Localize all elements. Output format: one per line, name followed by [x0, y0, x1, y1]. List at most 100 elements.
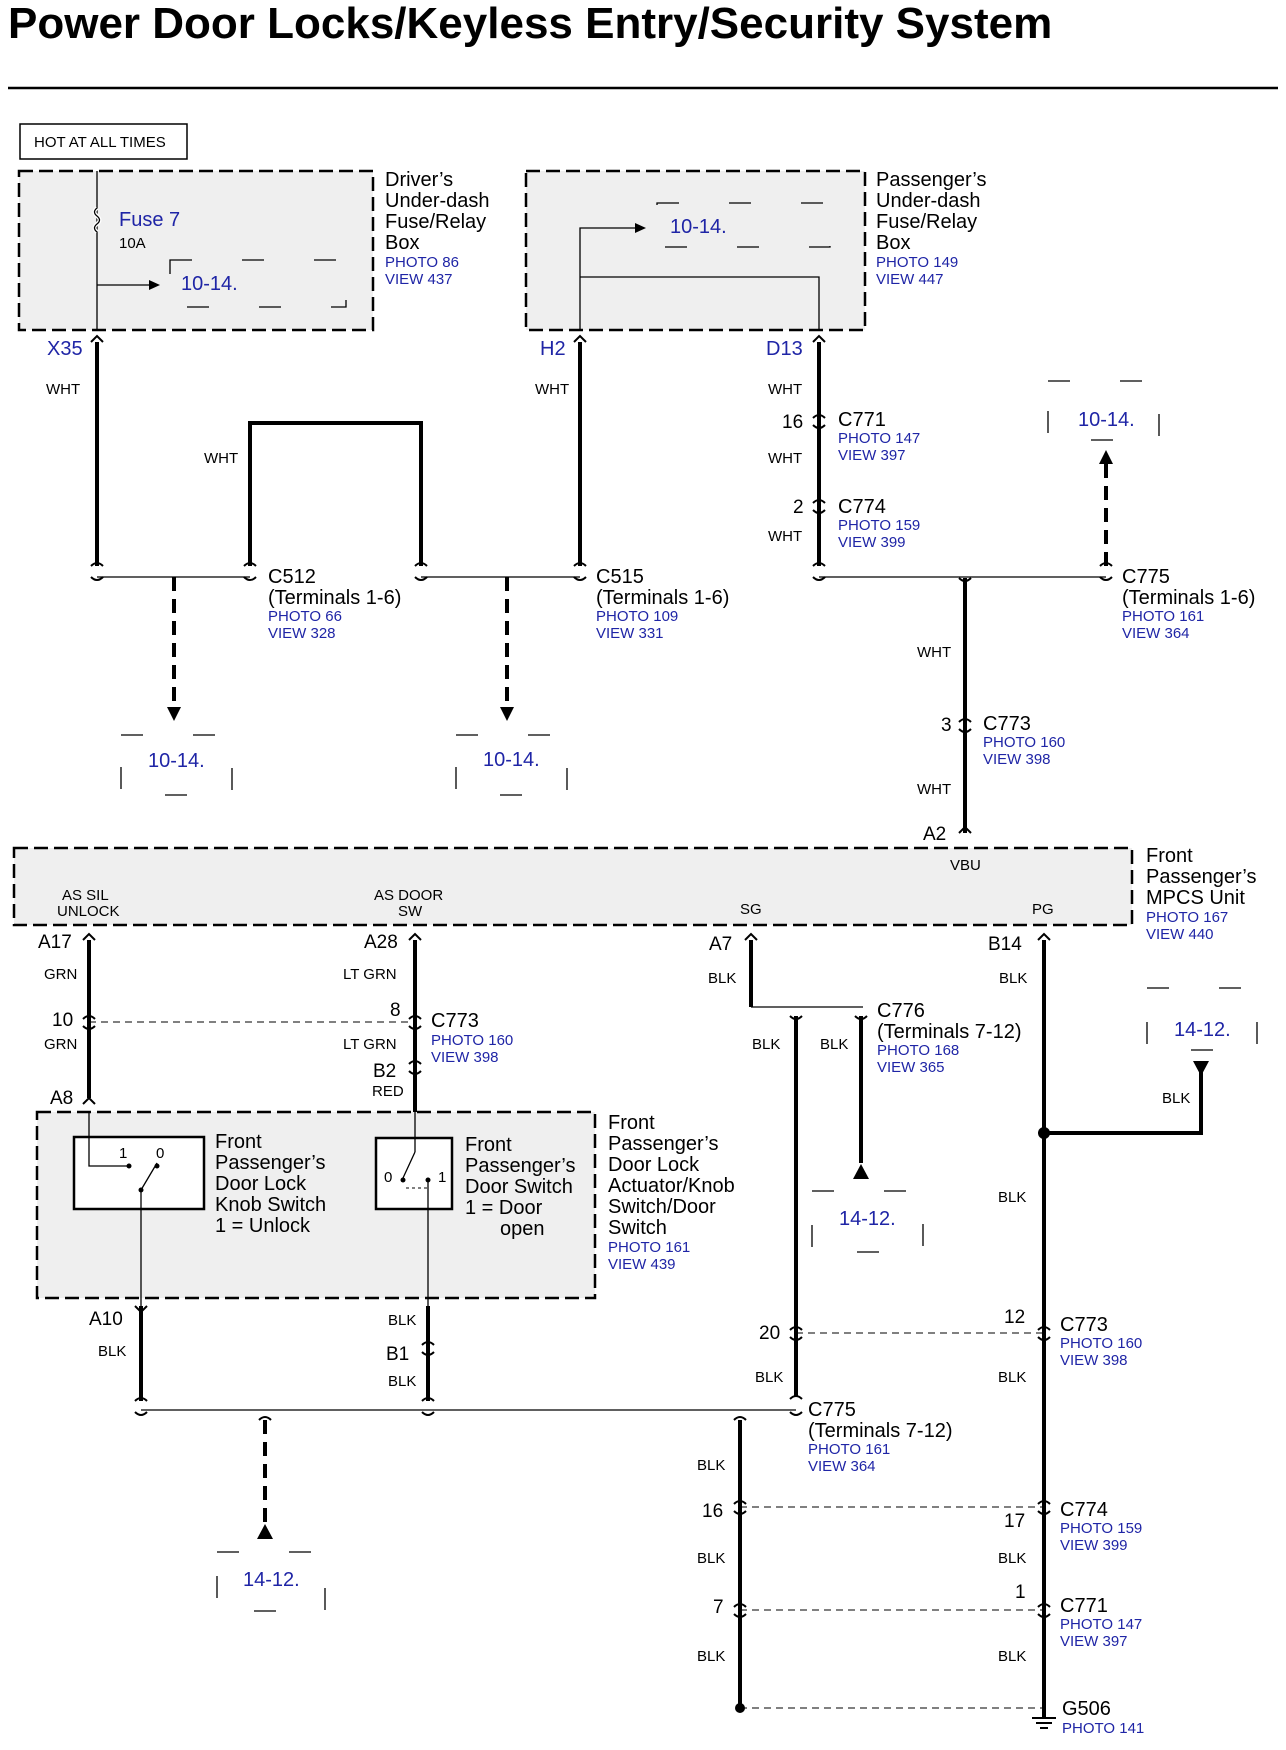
wire-label-wht: WHT [768, 381, 802, 398]
door-label-0: 0 [384, 1169, 392, 1186]
c774-low-view: VIEW 399 [1060, 1537, 1128, 1554]
pin-mark [134, 1411, 148, 1416]
driver-box-line-3: Fuse/Relay [385, 211, 486, 233]
terminal-mark [408, 932, 422, 941]
c774-low-name: C774 [1060, 1499, 1108, 1521]
wire-c512-c515-jumper [248, 421, 423, 566]
arrow-up-icon [853, 1164, 869, 1179]
pin-mark [243, 576, 257, 581]
c771-low-pin-right: 1 [1015, 1582, 1026, 1603]
mpcs-unit-outline [12, 846, 1134, 927]
driver-box-line-2: Under-dash [385, 190, 490, 212]
driver-box-line-4: Box [385, 232, 419, 254]
pin-mark [90, 576, 104, 581]
ref-1014-a: 10-14. [148, 750, 205, 772]
c776-name: C776 [877, 1000, 925, 1022]
c774-top-pin: 2 [793, 497, 804, 518]
knob-switch-wire [88, 1112, 127, 1167]
actuator-line-1: Front [608, 1112, 655, 1134]
pin-mark [812, 576, 826, 581]
c775-top-photo: PHOTO 161 [1122, 608, 1204, 625]
knob-contact-0 [154, 1163, 160, 1169]
door-label-1: 1 [438, 1169, 446, 1186]
wire-label-blk: BLK [708, 970, 736, 987]
mpcs-unit: A2 VBU AS SIL UNLOCK AS DOOR SW SG PG Fr… [12, 824, 1256, 943]
ref-1014-b: 10-14. [483, 749, 540, 771]
c515-view: VIEW 331 [596, 625, 664, 642]
terminal-mark [958, 825, 972, 834]
passenger-box-line-4: Box [876, 232, 910, 254]
pin-mark [414, 562, 428, 567]
wire-label-wht: WHT [46, 381, 80, 398]
c771-low-photo: PHOTO 147 [1060, 1616, 1142, 1633]
pin-mark [958, 577, 972, 582]
c773-top-name: C773 [983, 713, 1031, 735]
ref-box-f [216, 1551, 326, 1612]
terminal-mark [1037, 932, 1051, 941]
wire-label-red: RED [372, 1083, 404, 1100]
c775-top-view: VIEW 364 [1122, 625, 1190, 642]
c773-top-photo: PHOTO 160 [983, 734, 1065, 751]
passenger-box-line-1: Passenger’s [876, 169, 986, 191]
pass-internal-wire-1 [579, 227, 636, 330]
c776-view: VIEW 365 [877, 1059, 945, 1076]
knob-switch-blade [140, 1162, 158, 1191]
ref-box-c [1047, 380, 1160, 441]
page-title: Power Door Locks/Keyless Entry/Security … [8, 0, 1052, 48]
driver-fuse-box: Fuse 7 10A 10-14. Driver’s Under-dash Fu… [17, 169, 490, 332]
wire-label-blk: BLK [752, 1036, 780, 1053]
c773-top-view: VIEW 398 [983, 751, 1051, 768]
c773-mid-pin-right: 8 [390, 1000, 401, 1021]
actuator-line-3: Door Lock [608, 1154, 700, 1176]
wire-label-blk: BLK [98, 1343, 126, 1360]
mpcs-line-3: MPCS Unit [1146, 887, 1245, 909]
wire-label-wht: WHT [768, 450, 802, 467]
hot-at-all-times-box [19, 123, 188, 160]
wire-label-ltgrn: LT GRN [343, 966, 397, 983]
fuse-rating: 10A [119, 235, 146, 252]
c775-low-view: VIEW 364 [808, 1458, 876, 1475]
terminal-mark [82, 1096, 96, 1105]
pin-mark [421, 1411, 435, 1416]
pin-mark [1037, 1510, 1051, 1515]
wire-label-blk: BLK [998, 1189, 1026, 1206]
c771-low-view: VIEW 397 [1060, 1633, 1128, 1650]
mpcs-as-door-2: SW [398, 903, 423, 920]
pin-mark [258, 1416, 272, 1421]
c776-sub: (Terminals 7-12) [877, 1021, 1021, 1043]
wire-label-blk: BLK [697, 1457, 725, 1474]
c771-top-photo: PHOTO 147 [838, 430, 920, 447]
wire-label-blk: BLK [820, 1036, 848, 1053]
c773-mid-pin-left: 10 [52, 1010, 73, 1031]
c774-low-photo: PHOTO 159 [1060, 1520, 1142, 1537]
mpcs-pin-a17: A17 [38, 932, 72, 953]
pin-mark [733, 1510, 747, 1515]
pin-mark [789, 1015, 803, 1020]
c775-top-name: C775 [1122, 566, 1170, 588]
knob-line-1: Front [215, 1131, 262, 1153]
mpcs-as-sil-2: UNLOCK [57, 903, 120, 920]
door-line-3: Door Switch [465, 1176, 573, 1198]
ref-1412-e: 14-12. [1174, 1019, 1231, 1041]
mpcs-pin-b14: B14 [988, 934, 1022, 955]
wire-splice-to-ref [1044, 1062, 1203, 1135]
pin-mark [1037, 1336, 1051, 1341]
actuator-pin-b1: B1 [386, 1344, 409, 1365]
c773-mid-name: C773 [431, 1010, 479, 1032]
pin-mark [82, 1015, 96, 1020]
ref-box-e [1146, 987, 1258, 1051]
c775-low-photo: PHOTO 161 [808, 1441, 890, 1458]
wire-label-blk: BLK [998, 1648, 1026, 1665]
pin-mark [90, 562, 104, 567]
c771-top-pin: 16 [782, 412, 803, 433]
c512-view: VIEW 328 [268, 625, 336, 642]
knob-line-5: 1 = Unlock [215, 1215, 311, 1237]
mpcs-pin-a7: A7 [709, 934, 732, 955]
wire-label-blk: BLK [697, 1648, 725, 1665]
hot-label: HOT AT ALL TIMES [34, 134, 166, 151]
terminal-mark [744, 932, 758, 941]
passenger-fuse-box-outline [524, 169, 867, 332]
actuator-view: VIEW 439 [608, 1256, 676, 1273]
door-line-1: Front [465, 1134, 512, 1156]
ref-box-a [120, 734, 233, 796]
